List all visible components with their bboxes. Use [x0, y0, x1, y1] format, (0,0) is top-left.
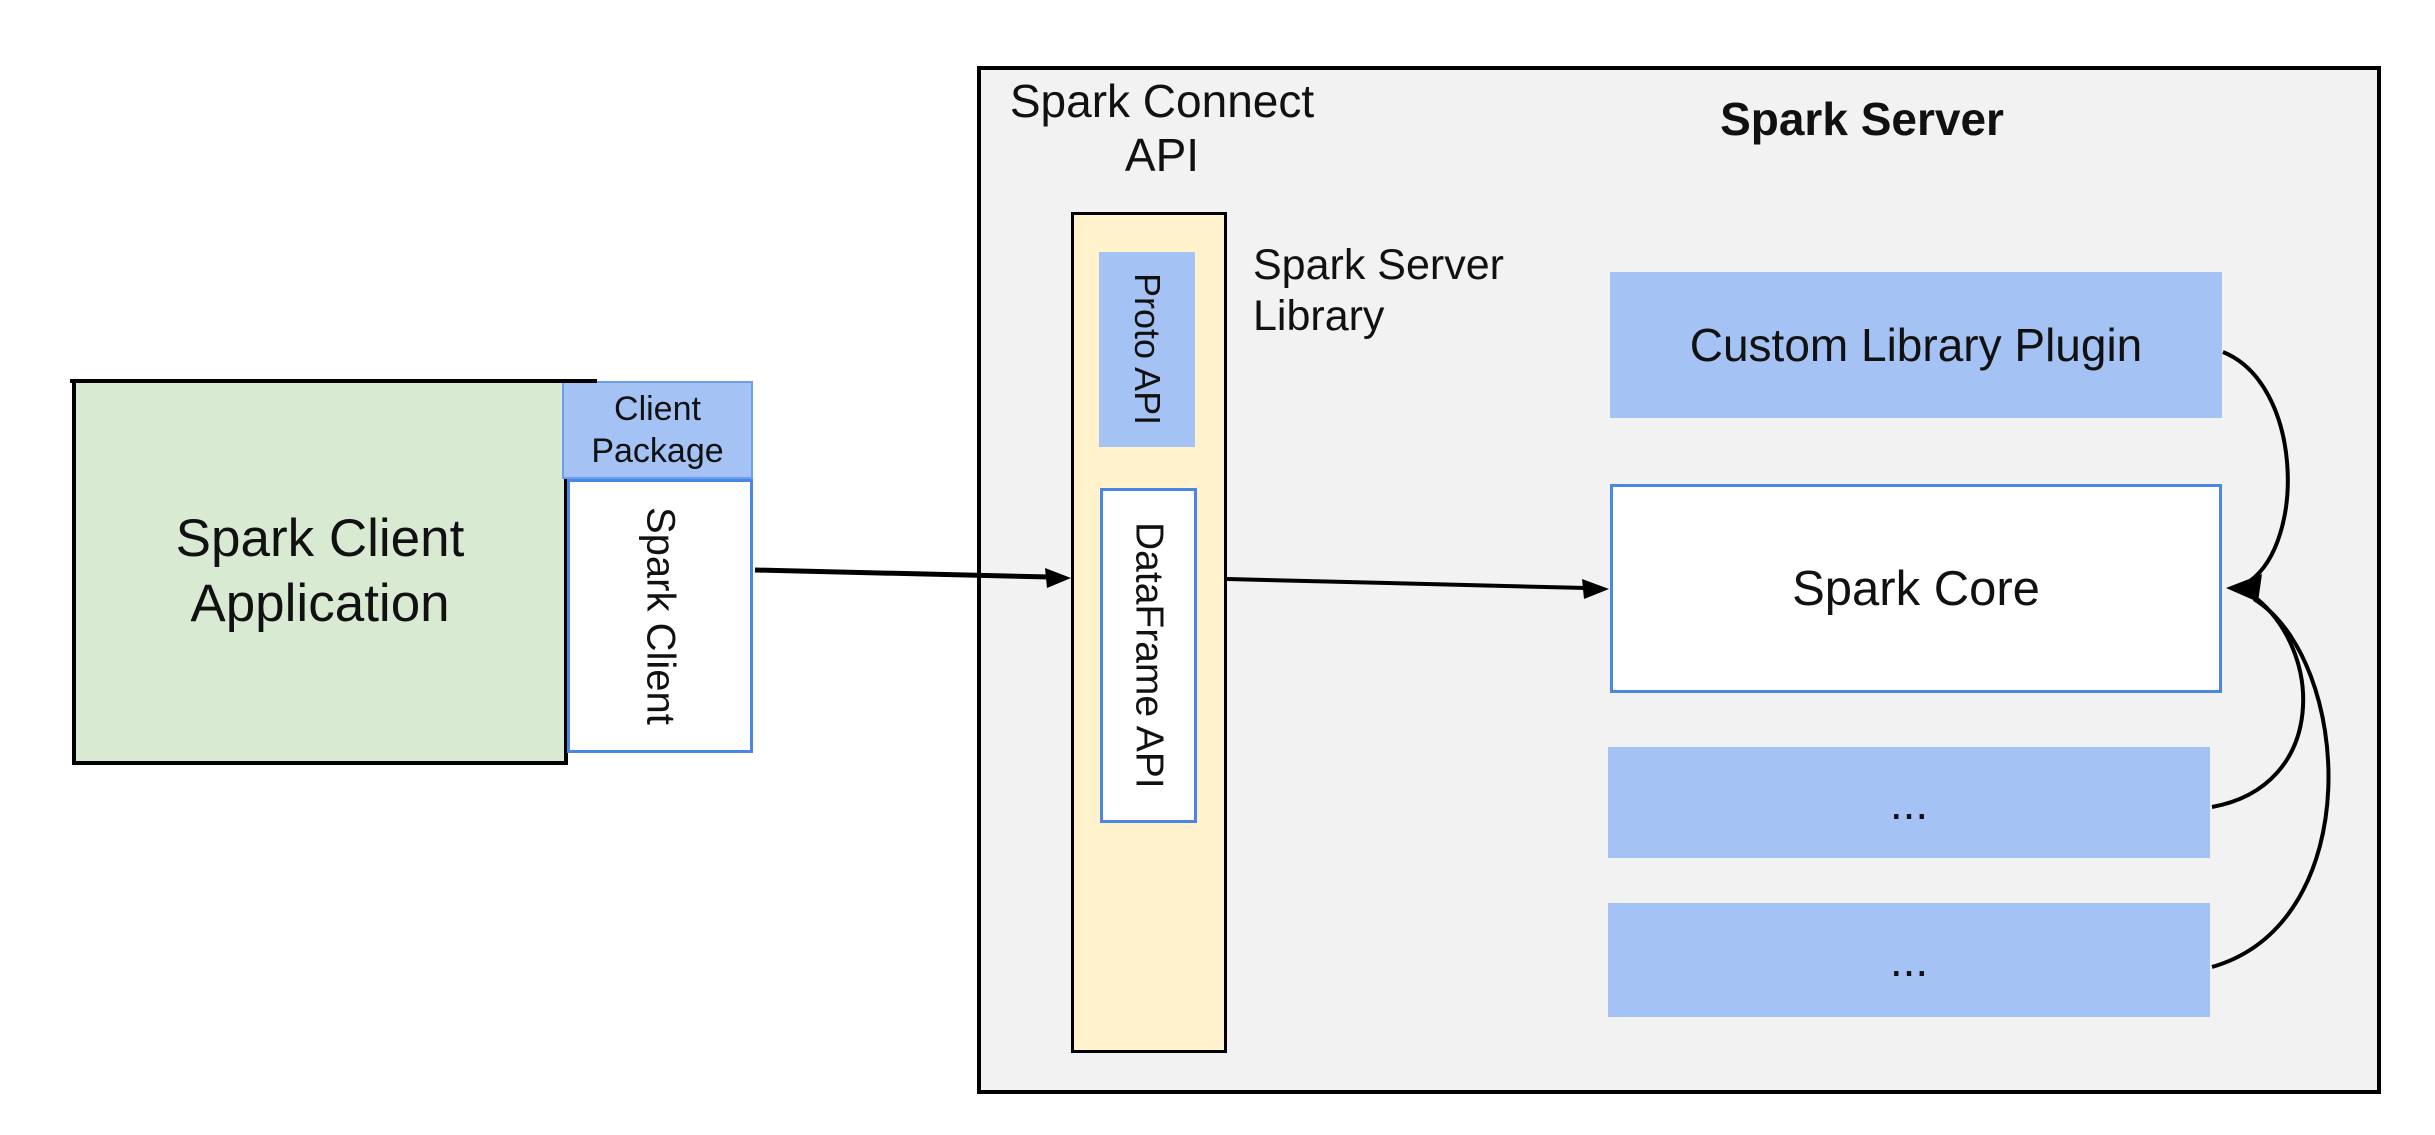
client-package-box: Client Package: [562, 381, 753, 479]
spark-server-library-label: Spark Server Library: [1253, 240, 1673, 341]
spark-client-application-label-line1: Spark Client: [175, 509, 465, 569]
other-plugin-box-1: ...: [1608, 747, 2210, 858]
spark-core-box: Spark Core: [1610, 484, 2222, 693]
proto-api-label: Proto API: [1127, 273, 1168, 426]
client-package-label-line1: Client: [614, 389, 701, 428]
custom-library-plugin-label: Custom Library Plugin: [1689, 319, 2143, 371]
spark-client-application-label-line2: Application: [190, 574, 450, 633]
other-plugin-box-2: ...: [1608, 903, 2210, 1017]
spark-connect-api-label-line2: API: [1124, 129, 1200, 182]
other-plugin-ellipsis-2: ...: [1889, 934, 1929, 986]
spark-client-label: Spark Client: [638, 507, 683, 725]
dataframe-api-label: DataFrame API: [1127, 522, 1171, 789]
spark-core-label: Spark Core: [1792, 561, 2040, 616]
client-package-label-line2: Package: [591, 432, 724, 470]
client-package-label: Client Package: [591, 388, 723, 472]
proto-api-box: Proto API: [1099, 252, 1195, 447]
spark-server-title: Spark Server: [1720, 93, 2004, 145]
dataframe-api-box: DataFrame API: [1100, 488, 1197, 823]
spark-client-box: Spark Client: [567, 479, 753, 753]
spark-client-application-label: Spark Client Application: [176, 507, 465, 636]
spark-connect-api-label-line1: Spark Connect: [1009, 75, 1315, 127]
spark-connect-api-label: Spark Connect API: [992, 74, 1332, 183]
spark-server-library-label-line1: Spark Server: [1253, 241, 1504, 289]
custom-library-plugin-box: Custom Library Plugin: [1610, 272, 2222, 418]
other-plugin-ellipsis-1: ...: [1889, 776, 1929, 829]
spark-client-application-box: Spark Client Application: [72, 379, 568, 765]
spark-server-library-label-line2: Library: [1253, 291, 1385, 340]
